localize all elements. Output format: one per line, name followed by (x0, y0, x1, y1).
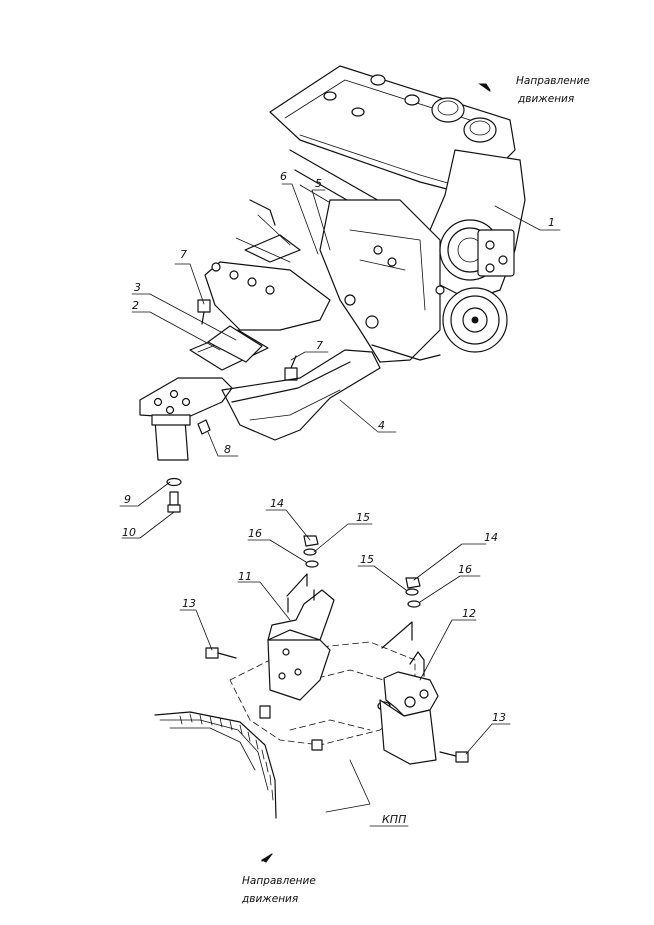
callout-2: 2 (132, 299, 139, 312)
callout-14-right: 14 (484, 531, 498, 544)
callout-6: 6 (280, 170, 287, 183)
callout-11: 11 (238, 570, 252, 583)
callout-13-right: 13 (492, 711, 506, 724)
callout-9: 9 (124, 493, 131, 506)
callout-7-top: 7 (180, 248, 187, 261)
callout-1: 1 (548, 216, 555, 229)
callout-14-left: 14 (270, 497, 284, 510)
engine-block (269, 65, 526, 363)
callout-16-left: 16 (248, 527, 262, 540)
callout-16-right: 16 (458, 563, 472, 576)
direction-arrow-top-icon (478, 83, 491, 92)
exhaust-manifold-bracket (204, 199, 331, 331)
front-mount-assembly (139, 299, 381, 513)
direction-bottom-line2: движения (241, 893, 298, 905)
callout-3: 3 (134, 281, 141, 294)
gearbox-rear-mounts (154, 535, 469, 819)
callout-labels: 1 2 3 4 5 6 7 7 8 9 10 11 12 13 13 14 14… (122, 75, 590, 905)
callout-5: 5 (315, 177, 322, 190)
callout-10: 10 (122, 526, 136, 539)
callout-13-left: 13 (182, 597, 196, 610)
direction-arrow-bottom-icon (260, 853, 273, 863)
callout-8: 8 (224, 443, 231, 456)
direction-bottom-line1: Направление (242, 875, 316, 887)
direction-top-line1: Направление (516, 75, 590, 87)
callout-15-right: 15 (360, 553, 374, 566)
callout-15-left: 15 (356, 511, 370, 524)
callout-12: 12 (462, 607, 476, 620)
direction-top-line2: движения (517, 93, 574, 105)
callout-7-right: 7 (316, 339, 323, 352)
gearbox-label: КПП (382, 813, 406, 826)
leader-lines (119, 183, 561, 827)
callout-4: 4 (378, 419, 385, 432)
